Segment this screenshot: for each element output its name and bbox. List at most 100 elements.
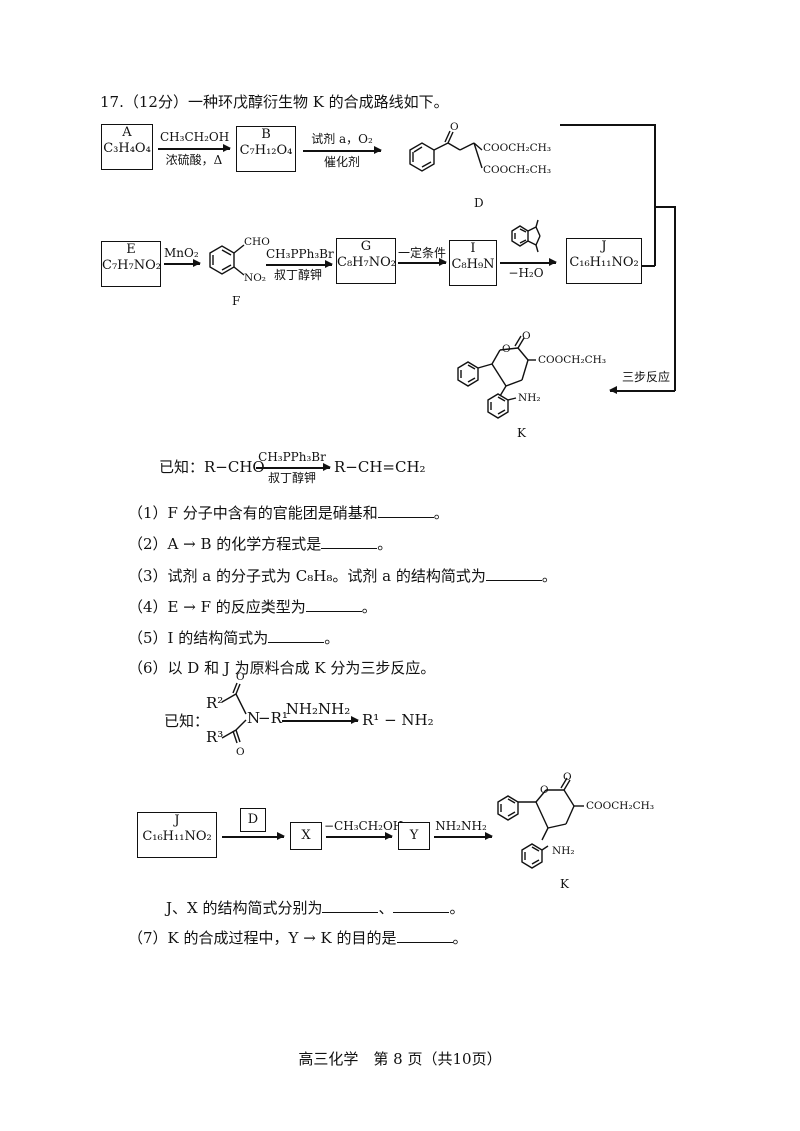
compound-i-box: I C₈H₉N [449,240,497,286]
scheme2-arrow-jx [222,833,285,839]
arrow-gi-condition: 一定条件 [398,246,447,260]
scheme2-k-ester: COOCH₂CH₃ [586,800,655,812]
scheme2-y-box: Y [398,822,430,850]
compound-f-structure [209,244,245,276]
compound-k-amine: NH₂ [518,392,541,404]
arrow-ab-condition: 浓硫酸，Δ [165,153,223,167]
known1-base: 叔丁醇钾 [267,471,316,485]
compound-e-formula: C₇H₇NO₂ [102,258,161,274]
scheme2-k-label: K [560,877,569,891]
known2-o-bottom: O [236,746,245,758]
question-7: （7）K 的合成过程中，Y → K 的目的是。 [128,928,468,947]
known2-n: N [247,709,261,727]
compound-k-label: K [517,426,526,440]
scheme2-k-structure [497,777,584,869]
question-header: 17.（12分）一种环戊醇衍生物 K 的合成路线如下。 [100,93,449,111]
compound-a-formula: C₃H₄O₄ [103,141,151,157]
answer-blank-4[interactable] [305,597,362,612]
scheme2-d-box: D [240,808,266,832]
scheme2-xy-condition: −CH₃CH₂OH [324,819,404,833]
compound-j-formula: C₁₆H₁₁NO₂ [569,255,639,271]
compound-e-label: E [126,242,136,257]
known2-arrow [282,717,359,723]
known1-reactant: R−CHO [204,458,265,476]
question-6: （6）以 D 和 J 为原料合成 K 分为三步反应。 [128,659,436,677]
compound-i-formula: C₈H₉N [451,257,495,273]
known2-imide-structure [221,682,247,744]
arrow-ij [500,259,557,265]
answer-blank-7[interactable] [396,928,453,943]
connector-join [654,206,675,208]
arrow-ab [158,145,231,151]
compound-k-lactone-o: O [522,330,531,342]
compound-j-label: J [601,239,607,254]
compound-k-ring-o: O [502,343,511,355]
compound-d-structure [409,130,483,172]
known2-r3: R³ [206,728,224,746]
compound-f-label: F [232,294,241,308]
scheme2-k-lactone-o: O [563,771,572,783]
compound-d-ketone-o: O [450,121,459,133]
connector-vertical-right [654,124,656,266]
answer-blank-j[interactable] [322,898,379,913]
scheme2-j-box: J C₁₆H₁₁NO₂ [137,812,217,858]
known1-product: R−CH=CH₂ [334,458,426,476]
known2-o-top: O [236,671,245,683]
question-4: （4）E → F 的反应类型为。 [128,597,377,616]
compound-a-label: A [122,125,132,140]
arrow-ef [164,260,201,266]
scheme2-yk-reagent: NH₂NH₂ [435,819,487,833]
compound-j-box: J C₁₆H₁₁NO₂ [566,238,642,284]
compound-b-formula: C₇H₁₂O₄ [239,143,293,159]
arrow-fg [266,261,333,267]
connector-j [640,265,655,267]
known2-r2: R² [206,694,224,712]
compound-k-structure [457,335,536,419]
known2-r1: −R¹ [258,709,288,727]
arrow-bd-catalyst: 催化剂 [323,155,360,169]
answer-blank-3[interactable] [485,566,542,581]
answer-blank-x[interactable] [393,898,450,913]
question-2: （2）A → B 的化学方程式是。 [128,534,393,553]
scheme2-x-box: X [290,822,322,850]
scheme2-k-ring-o: O [540,784,549,796]
arrow-bd [303,147,382,153]
question-3: （3）试剂 a 的分子式为 C₈H₈。试剂 a 的结构简式为。 [128,566,557,585]
compound-k-ester: COOCH₂CH₃ [538,354,607,366]
scheme2-j-label: J [174,813,180,828]
compound-g-formula: C₈H₇NO₂ [337,255,396,271]
answer-blank-2[interactable] [321,534,378,549]
connector-down [674,206,676,391]
compound-i-label: I [470,241,476,256]
arrow-ij-condition: −H₂O [508,266,544,280]
known1-reagent: CH₃PPh₃Br [258,450,326,464]
arrow-fg-reagent: CH₃PPh₃Br [266,247,334,261]
scheme2-k-amine: NH₂ [552,845,575,857]
compound-f-cho: CHO [244,236,270,248]
compound-g-box: G C₈H₇NO₂ [336,238,396,284]
known2-product: R¹ − NH₂ [362,711,434,729]
phthalic-anhydride-structure [511,219,541,253]
compound-d-ester-top: COOCH₂CH₃ [483,142,552,154]
compound-g-label: G [360,239,372,254]
known1-prefix: 已知： [159,458,205,476]
known2-reagent: NH₂NH₂ [285,700,351,718]
connector-d [560,124,655,126]
arrow-k-label: 三步反应 [622,370,671,384]
compound-b-label: B [261,127,271,142]
arrow-gi [398,259,447,265]
page-footer: 高三化学 第 8 页（共10页） [298,1050,502,1068]
compound-d-label: D [474,196,484,210]
answer-blank-5[interactable] [268,628,325,643]
question-6-jx: J、X 的结构简式分别为、。 [166,898,465,917]
answer-blank-1[interactable] [377,503,434,518]
arrow-bd-reagent: 试剂 a，O₂ [311,132,373,146]
compound-e-box: E C₇H₇NO₂ [101,241,161,287]
compound-b-box: B C₇H₁₂O₄ [236,126,296,172]
known1-arrow [256,464,331,470]
arrow-ef-reagent: MnO₂ [164,246,199,260]
arrow-fg-base: 叔丁醇钾 [273,268,322,282]
scheme2-arrow-xy [326,833,393,839]
question-5: （5）I 的结构简式为。 [128,628,340,647]
scheme2-j-formula: C₁₆H₁₁NO₂ [142,829,212,845]
